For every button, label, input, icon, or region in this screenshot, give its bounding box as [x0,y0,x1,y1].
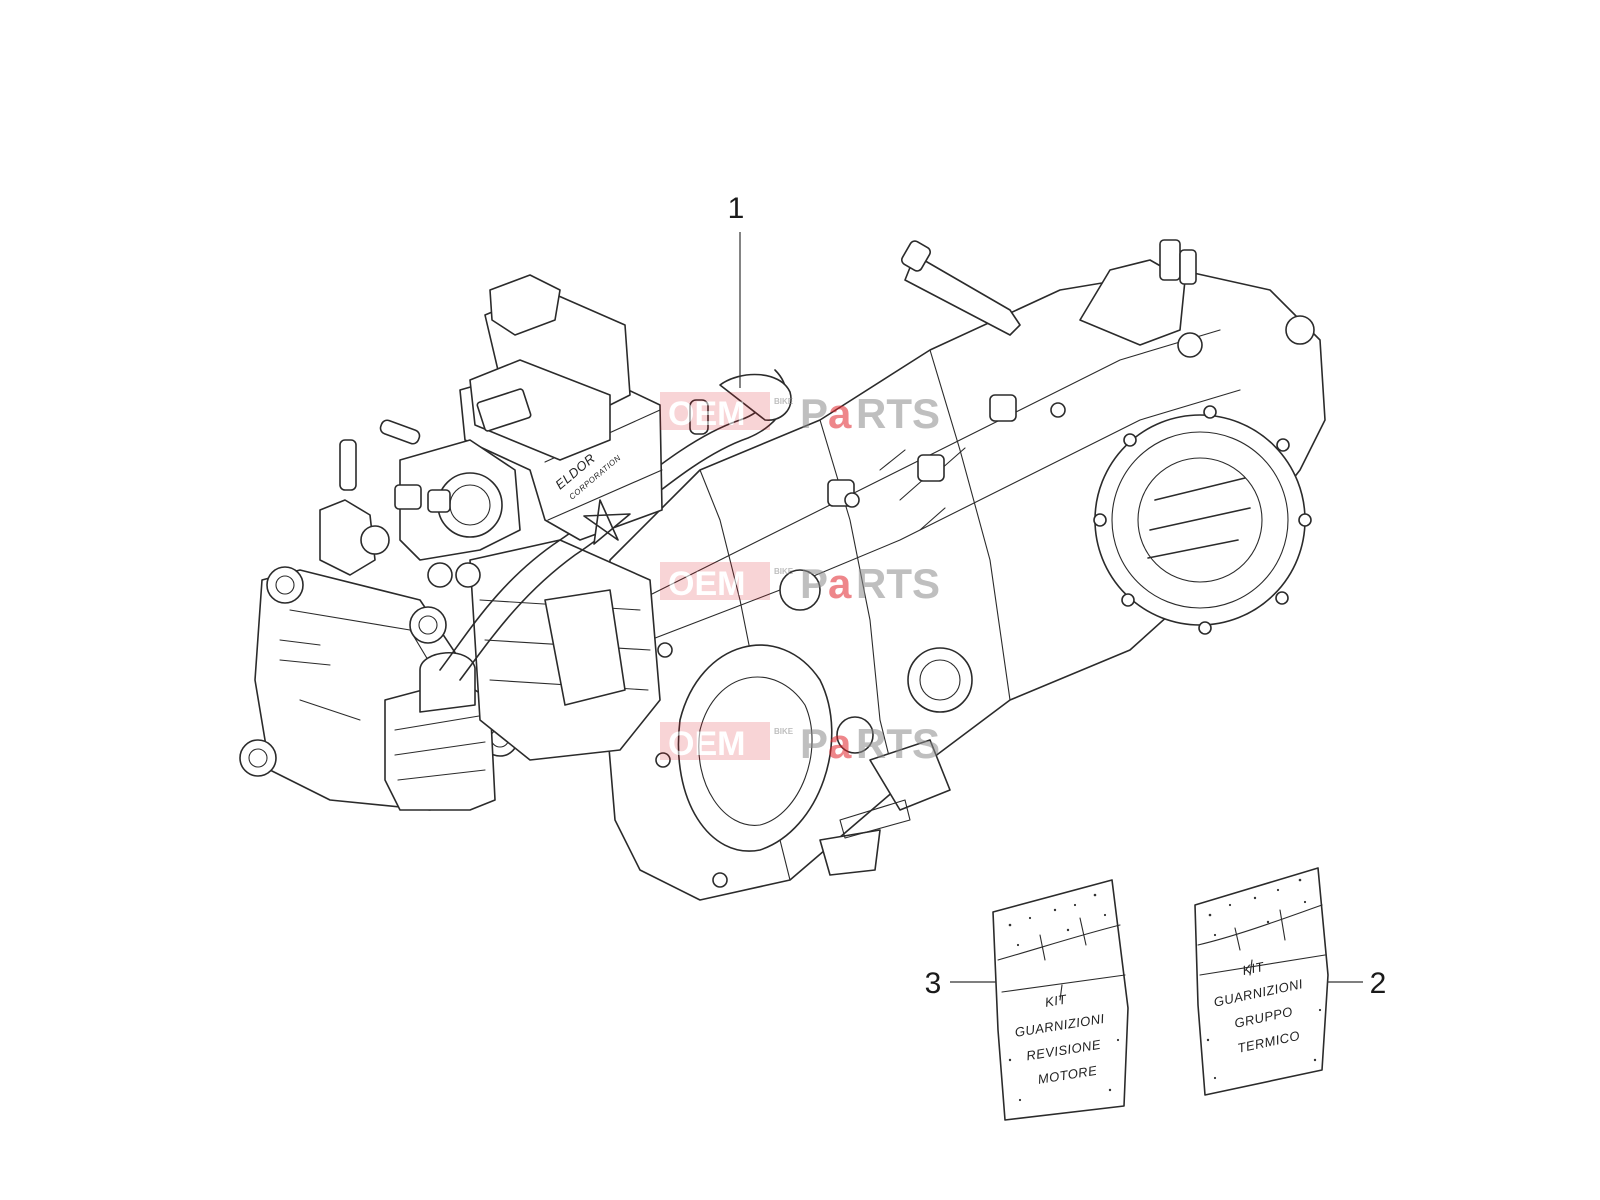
kit-overhaul-line-1: KIT [1044,991,1068,1009]
watermark-a: a [828,560,852,607]
watermark-oem: OEM [668,565,745,603]
watermark: OEM BIKE P a RTS OEM BIKE P a RTS OEM BI… [660,390,940,767]
kit-cylinder-line-1: KIT [1241,959,1266,978]
watermark-bike: BIKE [774,567,794,576]
watermark-2: OEM BIKE P a RTS [660,560,940,607]
watermark-1: OEM BIKE P a RTS [660,390,940,437]
star-logo-icon [583,499,631,545]
watermark-rts: RTS [856,560,940,607]
watermark-3: OEM BIKE P a RTS [660,720,940,767]
bag-speckle [1206,878,1322,1080]
engine-assembly[interactable]: ELDOR CORPORATION [239,239,1326,901]
kit-bag-cylinder[interactable]: KIT GUARNIZIONI GRUPPO TERMICO [1194,867,1329,1096]
cover-bolts [1093,405,1312,635]
callout-1: 1 [728,192,745,388]
kit-bag-overhaul[interactable]: KIT GUARNIZIONI REVISIONE MOTORE [992,879,1129,1121]
watermark-bike: BIKE [774,397,794,406]
watermark-bike: BIKE [774,727,794,736]
watermark-p: P [800,720,828,767]
callout-2: 2 [1327,967,1386,1000]
bag-speckle [1008,893,1120,1102]
watermark-rts: RTS [856,720,940,767]
callout-3: 3 [925,967,996,1000]
watermark-a: a [828,720,852,767]
watermark-p: P [800,390,828,437]
watermark-a: a [828,390,852,437]
callout-number-2: 2 [1370,967,1387,1000]
watermark-oem: OEM [668,725,745,763]
watermark-oem: OEM [668,395,745,433]
callout-number-1: 1 [728,192,745,225]
callout-number-3: 3 [925,967,942,1000]
watermark-rts: RTS [856,390,940,437]
watermark-p: P [800,560,828,607]
